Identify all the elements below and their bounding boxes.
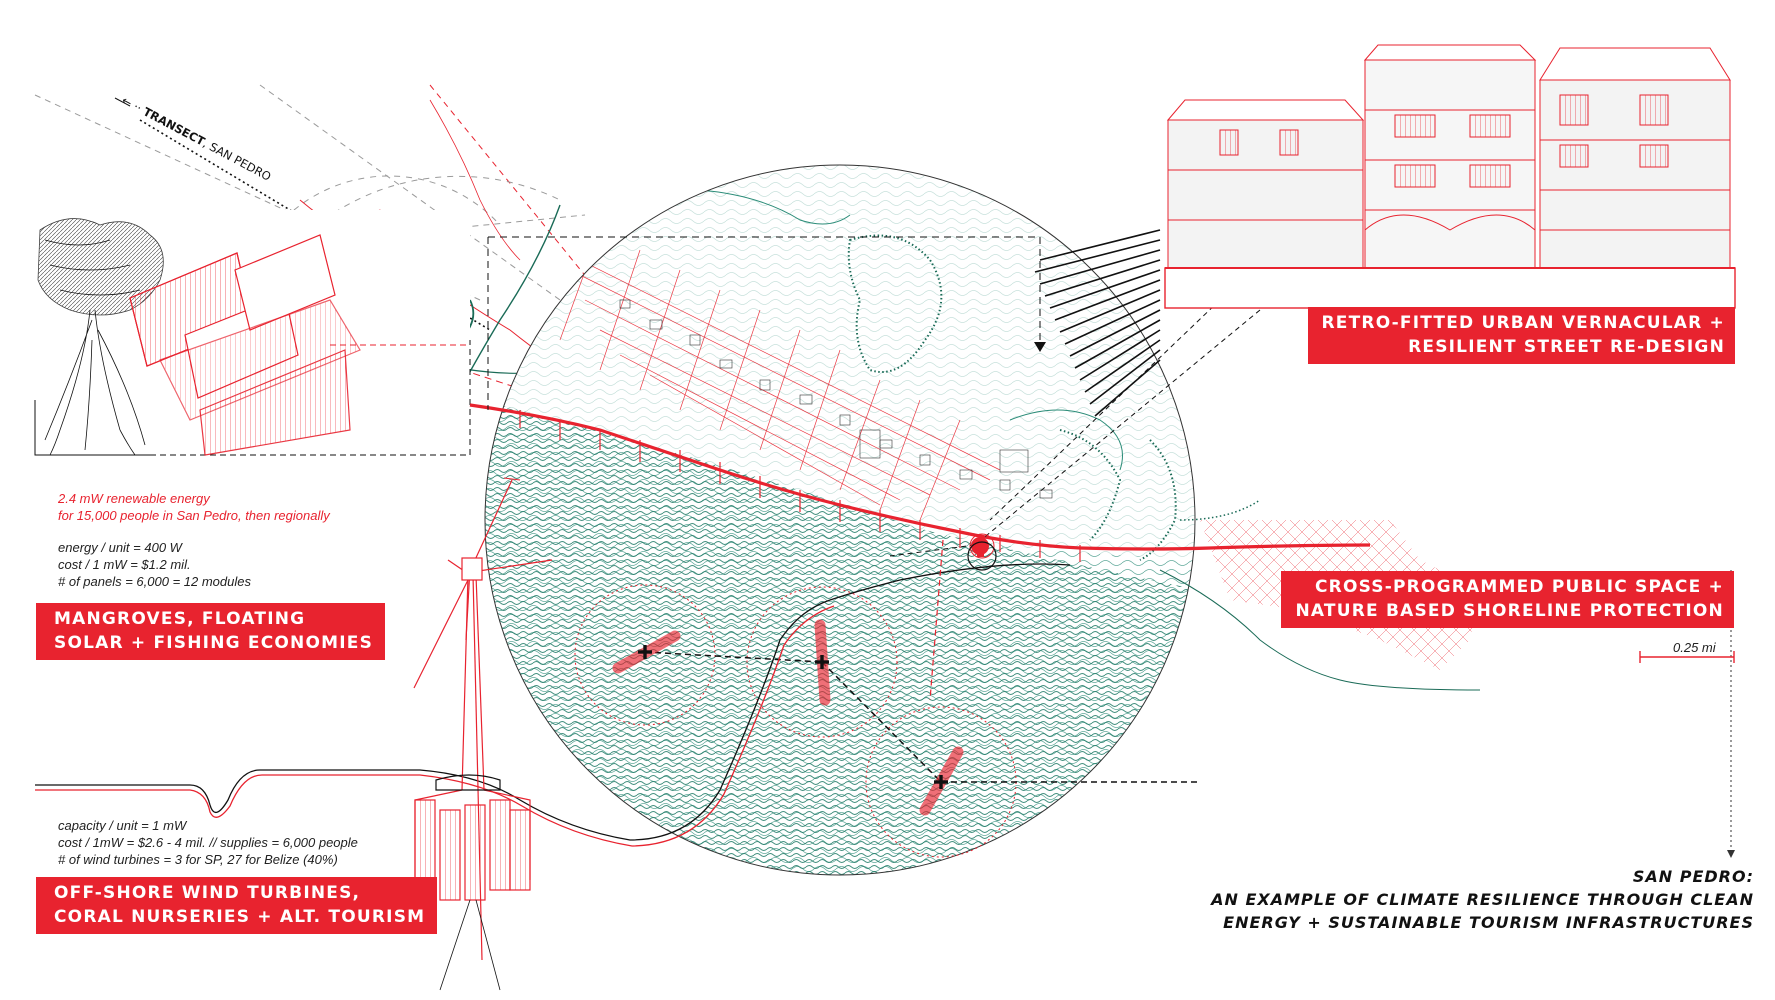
intervention-marker-outline xyxy=(969,533,995,559)
mangroves-label: MANGROVES, FLOATING SOLAR + FISHING ECON… xyxy=(36,603,386,660)
vernacular-label-line-2: RESILIENT STREET RE-DESIGN xyxy=(1408,337,1725,357)
public-space-label-line-2: NATURE BASED SHORELINE PROTECTION xyxy=(1295,601,1724,621)
floating-solar-panels xyxy=(129,234,361,456)
wind-stat-3: # of wind turbines = 3 for SP, 27 for Be… xyxy=(58,852,338,867)
intervention-marker xyxy=(971,537,989,555)
focus-circle-outline xyxy=(484,164,1196,876)
power-cables xyxy=(35,563,1071,847)
wind-label-line-1: OFF-SHORE WIND TURBINES, xyxy=(54,883,361,903)
sea-circle xyxy=(485,165,1195,875)
wind-turbine-icon xyxy=(413,479,553,991)
wind-label-line-2: CORAL NURSERIES + ALT. TOURISM xyxy=(54,907,426,927)
turbine-connections xyxy=(644,651,1200,783)
mangrove-stat-3: # of panels = 6,000 = 12 modules xyxy=(58,574,251,589)
building-fan xyxy=(1034,229,1161,417)
title-line-1: SAN PEDRO: xyxy=(1632,867,1754,886)
scale-bar-label: 0.25 mi xyxy=(1673,640,1716,655)
mangrove-note-red-1: 2.4 mW renewable energy xyxy=(58,491,210,506)
mangrove-stat-2: cost / 1 mW = $1.2 mil. xyxy=(58,557,191,572)
scale-bar xyxy=(1639,651,1735,663)
vernacular-label-line-1: RETRO-FITTED URBAN VERNACULAR + xyxy=(1321,313,1725,333)
building-elevation xyxy=(1164,44,1736,309)
mangrove-note-red-2: for 15,000 people in San Pedro, then reg… xyxy=(58,508,330,523)
arrow-down-icon xyxy=(1034,342,1046,352)
mangrove-stat-1: energy / unit = 400 W xyxy=(58,540,182,555)
title-line-2: AN EXAMPLE OF CLIMATE RESILIENCE THROUGH… xyxy=(1211,890,1754,909)
shoreline-protection-line xyxy=(469,403,1371,551)
public-space-label-line-1: CROSS-PROGRAMMED PUBLIC SPACE + xyxy=(1314,577,1724,597)
mangrove-solar-inset xyxy=(34,210,471,456)
vernacular-label: RETRO-FITTED URBAN VERNACULAR + RESILIEN… xyxy=(1307,307,1735,364)
town-frame xyxy=(487,236,1041,410)
public-space-label: CROSS-PROGRAMMED PUBLIC SPACE + NATURE B… xyxy=(1281,571,1734,628)
building-leader-lines xyxy=(889,299,1261,557)
mangrove-tree-icon xyxy=(37,218,164,456)
wind-stat-1: capacity / unit = 1 mW xyxy=(58,818,187,833)
wind-stat-2: cost / 1mW = $2.6 - 4 mil. // supplies =… xyxy=(58,835,358,850)
diagram-title: SAN PEDRO: AN EXAMPLE OF CLIMATE RESILIE… xyxy=(1211,865,1754,934)
wind-label: OFF-SHORE WIND TURBINES, CORAL NURSERIES… xyxy=(36,877,438,934)
mangroves-label-line-1: MANGROVES, FLOATING xyxy=(54,609,306,629)
public-space-focus xyxy=(967,541,997,571)
building-footprints xyxy=(619,299,1053,499)
title-line-3: ENERGY + SUSTAINABLE TOURISM INFRASTRUCT… xyxy=(1223,913,1754,932)
turbine-tower xyxy=(503,477,521,481)
turbine-cross-icon xyxy=(638,645,948,789)
mangroves-label-line-2: SOLAR + FISHING ECONOMIES xyxy=(54,633,374,653)
